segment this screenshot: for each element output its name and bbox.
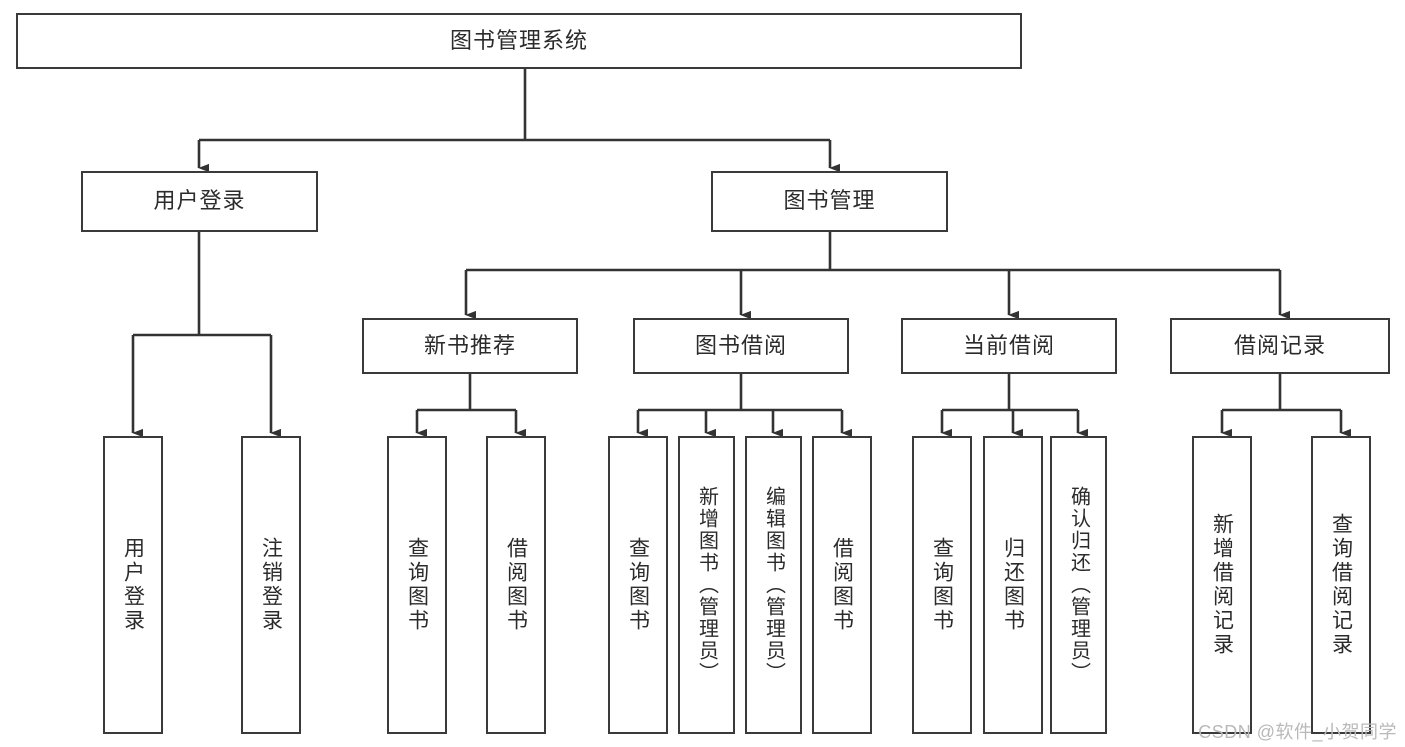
node-leaf-query-book-1-label: 查询图书	[405, 537, 429, 633]
node-borrow-record-label: 借阅记录	[1233, 332, 1326, 358]
node-leaf-add-book-label: 新增图书（管理员）	[695, 486, 718, 684]
node-leaf-confirm-return-label: 确认归还（管理员）	[1067, 486, 1090, 684]
node-leaf-logout-label: 注销登录	[259, 537, 283, 633]
csdn-watermark: CSDN @软件_小贺同学	[1198, 722, 1397, 742]
node-user-login-label: 用户登录	[153, 188, 246, 214]
node-leaf-borrow-book-2-label: 借阅图书	[830, 537, 854, 633]
node-leaf-borrow-book-1[interactable]: 借阅图书	[486, 436, 546, 734]
node-leaf-borrow-book-1-label: 借阅图书	[504, 537, 528, 633]
node-leaf-add-record[interactable]: 新增借阅记录	[1192, 436, 1252, 734]
node-user-login[interactable]: 用户登录	[81, 171, 318, 232]
node-leaf-query-book-1[interactable]: 查询图书	[387, 436, 447, 734]
node-leaf-confirm-return[interactable]: 确认归还（管理员）	[1050, 436, 1107, 734]
node-leaf-user-login-label: 用户登录	[121, 537, 145, 633]
node-leaf-query-book-3[interactable]: 查询图书	[912, 436, 972, 734]
node-current-borrow-label: 当前借阅	[962, 332, 1055, 358]
node-leaf-query-book-2[interactable]: 查询图书	[608, 436, 668, 734]
node-leaf-add-record-label: 新增借阅记录	[1210, 513, 1234, 657]
node-leaf-query-book-3-label: 查询图书	[930, 537, 954, 633]
node-leaf-query-record[interactable]: 查询借阅记录	[1311, 436, 1371, 734]
node-leaf-logout[interactable]: 注销登录	[241, 436, 301, 734]
node-book-manage[interactable]: 图书管理	[711, 171, 948, 232]
node-leaf-return-book-label: 归还图书	[1001, 537, 1025, 633]
node-root[interactable]: 图书管理系统	[16, 13, 1022, 69]
node-leaf-borrow-book-2[interactable]: 借阅图书	[812, 436, 872, 734]
node-root-label: 图书管理系统	[449, 27, 588, 53]
node-leaf-user-login[interactable]: 用户登录	[103, 436, 163, 734]
node-leaf-query-record-label: 查询借阅记录	[1329, 513, 1353, 657]
node-leaf-edit-book-label: 编辑图书（管理员）	[762, 486, 785, 684]
node-leaf-add-book[interactable]: 新增图书（管理员）	[678, 436, 735, 734]
node-new-book-rec[interactable]: 新书推荐	[362, 318, 578, 374]
node-current-borrow[interactable]: 当前借阅	[901, 318, 1117, 374]
node-leaf-return-book[interactable]: 归还图书	[983, 436, 1043, 734]
node-book-manage-label: 图书管理	[783, 188, 876, 214]
node-leaf-edit-book[interactable]: 编辑图书（管理员）	[745, 436, 802, 734]
node-book-borrow-label: 图书借阅	[694, 332, 787, 358]
node-new-book-rec-label: 新书推荐	[423, 332, 516, 358]
node-leaf-query-book-2-label: 查询图书	[626, 537, 650, 633]
node-borrow-record[interactable]: 借阅记录	[1170, 318, 1390, 374]
node-book-borrow[interactable]: 图书借阅	[633, 318, 849, 374]
